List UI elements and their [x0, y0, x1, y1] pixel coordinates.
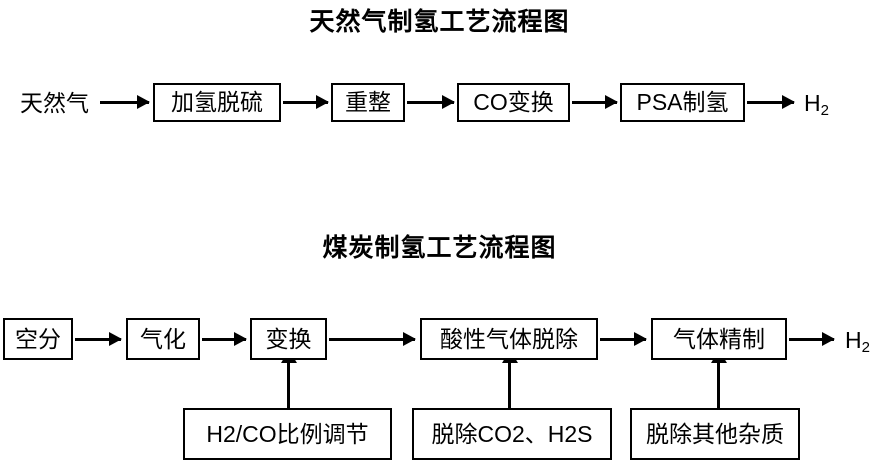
- coal-diagram-title: 煤炭制氢工艺流程图: [322, 234, 557, 262]
- natural-gas-output-symbol: H: [804, 90, 821, 116]
- arrow-air-separation-to-gasification: [75, 332, 122, 346]
- natural-gas-output-label: H2: [804, 90, 829, 119]
- arrow-shift-to-acid-gas-removal: [329, 332, 416, 346]
- natural-gas-input-label: 天然气: [20, 90, 89, 116]
- arrow-gasification-to-shift: [202, 332, 247, 346]
- arrow-gas-purification-to-hydrogen-output: [789, 332, 835, 346]
- arrow-co2-h2s-removal-to-acid-gas-removal: [501, 350, 518, 408]
- arrow-psa-to-hydrogen-output: [747, 95, 795, 109]
- coal-output-subscript: 2: [861, 339, 870, 356]
- annotation-box-other-impurities[interactable]: 脱除其他杂质: [630, 408, 800, 460]
- process-box-air-separation[interactable]: 空分: [3, 318, 73, 360]
- arrow-h2co-ratio-to-shift: [280, 350, 297, 408]
- process-box-reforming[interactable]: 重整: [331, 83, 405, 122]
- process-box-gasification[interactable]: 气化: [126, 318, 200, 360]
- process-box-acid-gas-removal[interactable]: 酸性气体脱除: [420, 318, 598, 360]
- process-box-gas-purification[interactable]: 气体精制: [651, 318, 787, 360]
- arrow-co-shift-to-psa: [572, 95, 618, 109]
- process-box-hydrodesulfurization[interactable]: 加氢脱硫: [153, 83, 281, 122]
- arrow-hydrodesulfurization-to-reforming: [283, 95, 329, 109]
- natural-gas-diagram-title: 天然气制氢工艺流程图: [309, 8, 570, 36]
- process-box-shift[interactable]: 变换: [250, 318, 327, 360]
- arrow-input-to-hydrodesulfurization: [100, 95, 150, 109]
- process-box-psa-hydrogen[interactable]: PSA制氢: [620, 83, 745, 122]
- annotation-box-co2-h2s-removal[interactable]: 脱除CO2、H2S: [412, 408, 612, 460]
- coal-output-symbol: H: [845, 327, 862, 353]
- natural-gas-output-subscript: 2: [820, 102, 829, 119]
- arrow-acid-gas-removal-to-gas-purification: [600, 332, 647, 346]
- arrow-reforming-to-co-shift: [407, 95, 455, 109]
- process-box-co-shift[interactable]: CO变换: [457, 83, 570, 122]
- annotation-box-h2co-ratio[interactable]: H2/CO比例调节: [183, 408, 392, 460]
- arrow-other-impurities-to-gas-purification: [710, 350, 727, 408]
- coal-output-label: H2: [845, 327, 870, 356]
